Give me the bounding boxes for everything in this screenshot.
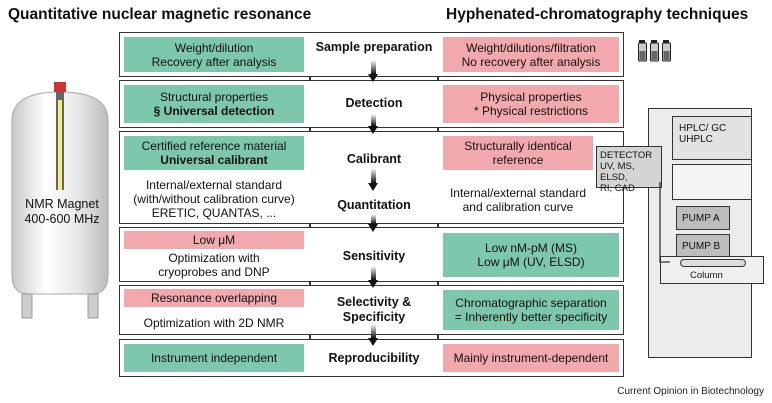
magnet-frequency: 400-600 MHz bbox=[24, 212, 100, 226]
magnet-label: NMR Magnet 400-600 MHz bbox=[14, 197, 110, 227]
hyph-detection-line: * Physical restrictions bbox=[473, 104, 589, 118]
hplc-tray bbox=[672, 164, 752, 200]
arrow-shaft bbox=[371, 114, 376, 126]
hyph-detection: Physical properties * Physical restricti… bbox=[443, 85, 619, 123]
hyph-selectivity: Chromatographic separation = Inherently … bbox=[443, 290, 619, 330]
label-detection: Detection bbox=[345, 96, 403, 110]
hyph-sample-prep: Weight/dilutions/filtration No recovery … bbox=[443, 37, 619, 72]
qnmr-sample-prep-line: Weight/dilution bbox=[174, 40, 254, 55]
magnet-name: NMR Magnet bbox=[25, 197, 99, 211]
hyph-detection-line: Physical properties bbox=[480, 90, 582, 104]
detector-label-line: UV, MS, ELSD, bbox=[600, 161, 635, 183]
qnmr-sample-prep-line: Recovery after analysis bbox=[151, 54, 277, 69]
qnmr-quantitation-line: (with/without calibration curve) bbox=[133, 191, 295, 206]
qnmr-calibrant-line: Certified reference material bbox=[141, 139, 287, 153]
hyph-calibrant-line: Structurally identical bbox=[464, 139, 572, 153]
label-selectivity-line: Selectivity & bbox=[336, 295, 412, 309]
arrow-shaft bbox=[371, 60, 376, 74]
hyph-sample-prep-line: No recovery after analysis bbox=[461, 54, 601, 69]
arrow-down-icon bbox=[368, 338, 378, 346]
hyph-calibrant: Structurally identical reference bbox=[443, 136, 593, 170]
arrow-shaft bbox=[371, 168, 376, 183]
hyph-sensitivity-line: Low nM-pM (MS) bbox=[484, 241, 577, 255]
pump-a-label: PUMP A bbox=[682, 213, 720, 224]
qnmr-universal-detection: § Universal detection bbox=[153, 104, 275, 118]
hyph-reproducibility: Mainly instrument-dependent bbox=[443, 344, 619, 372]
arrow-down-icon bbox=[368, 224, 378, 232]
label-reproducibility: Reproducibility bbox=[328, 351, 420, 365]
qnmr-selectivity-optimization: Optimization with 2D NMR bbox=[143, 316, 285, 330]
arrow-down-icon bbox=[368, 74, 378, 82]
hyph-quantitation-line: Internal/external standard bbox=[449, 186, 587, 200]
arrow-down-icon bbox=[368, 183, 378, 191]
credit-text: Current Opinion in Biotechnology bbox=[617, 386, 764, 397]
label-calibrant: Calibrant bbox=[346, 152, 402, 166]
qnmr-quantitation-line: Internal/external standard bbox=[145, 177, 283, 192]
tubing-icon bbox=[659, 182, 670, 263]
hyph-sample-prep-line: Weight/dilutions/filtration bbox=[466, 40, 596, 55]
hyph-quantitation: Internal/external standard and calibrati… bbox=[443, 182, 593, 218]
hplc-label-line: UHPLC bbox=[679, 134, 713, 145]
right-heading: Hyphenated-chromatography techniques bbox=[446, 6, 749, 23]
hplc-unit: HPLC/ GC UHPLC bbox=[672, 116, 752, 160]
qnmr-quantitation-line: ERETIC, QUANTAS, ... bbox=[151, 205, 277, 220]
qnmr-sensitivity-optimization: Optimization with cryoprobes and DNP bbox=[124, 251, 304, 279]
pump-b: PUMP B bbox=[676, 234, 730, 258]
qnmr-sample-prep: Weight/dilution Recovery after analysis bbox=[124, 37, 304, 72]
arrow-shaft bbox=[371, 324, 376, 338]
label-sample-preparation: Sample preparation bbox=[315, 40, 433, 54]
qnmr-universal-calibrant: Universal calibrant bbox=[160, 153, 268, 167]
qnmr-detection-line: Structural properties bbox=[159, 90, 269, 104]
detector-label-line: RI, CAD bbox=[600, 183, 635, 194]
left-heading: Quantitative nuclear magnetic resonance bbox=[8, 6, 312, 23]
detector-label-line: DETECTOR bbox=[600, 150, 653, 161]
qnmr-sensitivity: Low μM bbox=[124, 231, 304, 249]
qnmr-calibrant: Certified reference material Universal c… bbox=[124, 136, 304, 170]
label-sensitivity: Sensitivity bbox=[342, 249, 406, 263]
pump-a: PUMP A bbox=[676, 206, 730, 230]
vials-icon bbox=[638, 40, 671, 62]
arrow-shaft bbox=[371, 266, 376, 280]
qnmr-selectivity: Resonance overlapping bbox=[124, 289, 304, 307]
hyph-calibrant-line: reference bbox=[492, 153, 544, 167]
hyph-selectivity-line: = Inherently better specificity bbox=[454, 310, 608, 324]
hyph-sensitivity: Low nM-pM (MS) Low μM (UV, ELSD) bbox=[443, 233, 619, 277]
qnmr-detection: Structural properties § Universal detect… bbox=[124, 85, 304, 123]
detector-box: DETECTOR UV, MS, ELSD, RI, CAD bbox=[596, 146, 662, 194]
arrow-down-icon bbox=[368, 280, 378, 288]
qnmr-sensitivity-line: cryoprobes and DNP bbox=[158, 265, 270, 279]
qnmr-quantitation: Internal/external standard (with/without… bbox=[124, 176, 304, 221]
qnmr-reproducibility: Instrument independent bbox=[124, 344, 304, 372]
hyph-sensitivity-line: Low μM (UV, ELSD) bbox=[477, 255, 585, 269]
hplc-label-line: HPLC/ GC bbox=[679, 123, 727, 134]
arrow-down-icon bbox=[368, 126, 378, 134]
column-label: Column bbox=[690, 270, 723, 281]
hyph-quantitation-line: and calibration curve bbox=[462, 200, 574, 214]
arrow-shaft bbox=[371, 214, 376, 224]
qnmr-sensitivity-line: Optimization with bbox=[168, 251, 260, 265]
label-selectivity: Selectivity & Specificity bbox=[310, 295, 438, 325]
hyph-selectivity-line: Chromatographic separation bbox=[455, 296, 607, 310]
label-selectivity-line: Specificity bbox=[342, 310, 406, 324]
column-tube bbox=[680, 259, 746, 267]
pump-b-label: PUMP B bbox=[682, 241, 721, 252]
nmr-magnet-icon bbox=[11, 82, 109, 319]
label-quantitation: Quantitation bbox=[337, 198, 411, 212]
